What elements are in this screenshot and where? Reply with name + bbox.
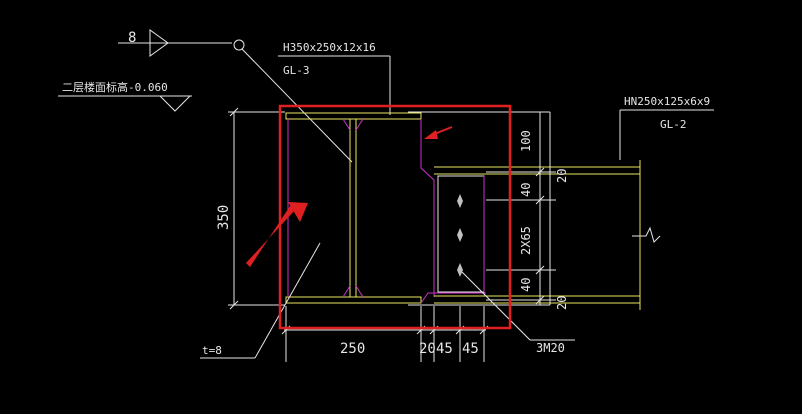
secondary-beam-name: GL-2: [660, 118, 687, 131]
dim-2x65-label: 2X65: [519, 226, 533, 255]
dim-45b-label: 45: [462, 341, 479, 357]
red-arrow-icon: [246, 202, 308, 267]
secondary-beam: [434, 160, 641, 310]
floor-level-label: 二层楼面标高-0.060: [62, 80, 168, 94]
plate-leader: [200, 242, 321, 359]
main-beam: [285, 112, 422, 304]
dim-40-bot-label: 40: [519, 278, 533, 292]
dim-width-label: 250: [340, 341, 365, 357]
dim-height-label: 350: [216, 205, 232, 230]
main-beam-section: H350x250x12x16: [283, 41, 376, 54]
bolt-spec-label: 3M20: [536, 341, 565, 355]
highlight-box: [278, 104, 512, 330]
dim-100-label: 100: [519, 130, 533, 152]
bolt-icon: [457, 194, 463, 208]
dim-bottom: [281, 306, 489, 362]
break-symbol: [632, 226, 661, 243]
dim-45a-label: 45: [436, 341, 453, 357]
dim-right: [486, 112, 556, 305]
bolt-icon: [457, 263, 463, 277]
extension-lines: [228, 111, 550, 306]
dim-20-bot-label: 20: [555, 296, 569, 310]
dim-20-label: 20: [419, 341, 436, 357]
axis-label: 8: [128, 30, 136, 46]
bolt-icon: [457, 228, 463, 242]
level-marker: [58, 95, 192, 112]
dim-height: [229, 107, 239, 310]
plate-thickness-label: t=8: [202, 344, 222, 357]
red-arrow-icon: [424, 126, 453, 139]
dim-40-top-label: 40: [519, 183, 533, 197]
bolt-icons: [457, 194, 463, 277]
main-beam-name: GL-3: [283, 64, 310, 77]
stiffener-plates: [287, 118, 486, 304]
bolt-leader: [461, 271, 575, 341]
secondary-beam-leader: [619, 109, 714, 160]
dim-20-top-label: 20: [555, 169, 569, 183]
secondary-beam-section: HN250x125x6x9: [624, 95, 710, 108]
